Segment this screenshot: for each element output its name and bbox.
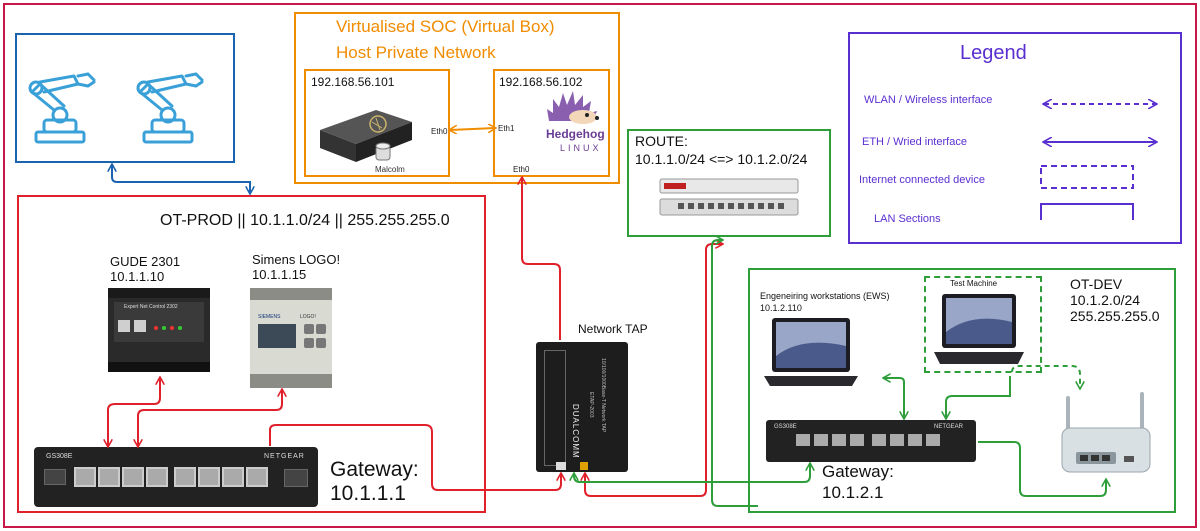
dev-gateway-ip: 10.1.2.1 [822, 483, 884, 502]
tap-to-hedgehog-link [522, 178, 561, 340]
legend-item-internet-label: Internet connected device [859, 174, 985, 186]
logo-name: Simens LOGO! [252, 252, 341, 267]
ot-dev-mask: 255.255.255.0 [1070, 308, 1160, 324]
gude-to-switch-link [108, 378, 160, 446]
switch-to-tap-link [269, 424, 561, 491]
prod-gateway-ip: 10.1.1.1 [330, 482, 406, 505]
hedgehog-eth1-label: Eth1 [498, 124, 515, 133]
gude-panel-text: Expert Net Control 2302 [124, 304, 178, 310]
dev-switch-brand: NETGEAR [934, 424, 964, 430]
logo-to-switch-link [138, 390, 282, 446]
tap-to-route-link [585, 244, 722, 497]
route-range: 10.1.1.0/24 <=> 10.1.2.0/24 [635, 151, 808, 167]
prod-switch-brand: NETGEAR [264, 453, 305, 460]
dev-switch-model: GS308E [774, 424, 797, 430]
soc-subtitle: Host Private Network [336, 43, 496, 62]
hedgehog-logo-line2: LINUX [560, 143, 602, 153]
malcolm-hedgehog-link [450, 128, 495, 130]
route-to-dev-link [711, 240, 758, 507]
ot-dev-title: OT-DEV [1070, 276, 1123, 292]
hedgehog-vm-box [493, 69, 610, 177]
hedgehog-logo-line1: Hedgehog [546, 127, 605, 141]
robots-lan-box [15, 33, 235, 163]
wireless-router-icon [1061, 392, 1151, 473]
route-box [627, 129, 831, 237]
test-to-switch-link [946, 376, 1011, 418]
legend-solid-box [1040, 203, 1134, 220]
outer-frame [3, 3, 1197, 528]
prod-gateway-label: Gateway: [330, 458, 419, 481]
robot-arm-icon-2 [136, 72, 204, 144]
ews-name: Engeneiring workstations (EWS) [760, 291, 890, 301]
ews-to-switch-link [884, 378, 904, 418]
server-icon [320, 110, 412, 162]
hedgehog-ip: 192.168.56.102 [499, 75, 583, 89]
prod-switch-model: GS308E [46, 453, 73, 460]
test-laptop-icon [934, 294, 1024, 364]
logo-brand: SIEMENS [258, 314, 281, 320]
malcolm-vm-box [304, 69, 450, 177]
malcolm-label: Malcolm [375, 165, 405, 174]
legend-title: Legend [960, 42, 1027, 64]
legend-dashed-box [1040, 165, 1134, 189]
ot-dev-subnet: 10.1.2.0/24 [1070, 292, 1141, 308]
test-machine-label: Test Machine [950, 279, 998, 288]
hedgehog-mascot-icon [547, 91, 599, 124]
robots-to-prod-link [112, 165, 250, 193]
gude-2301-device: Expert Net Control 2302 [108, 288, 210, 372]
legend-item-wlan-label: WLAN / Wireless interface [864, 94, 993, 106]
route-title: ROUTE: [635, 133, 688, 149]
siemens-logo-device: SIEMENS LOGO! [250, 288, 332, 388]
ews-laptop-icon [764, 318, 858, 386]
hedgehog-eth0-label: Eth0 [513, 165, 530, 174]
ot-dev-box [748, 268, 1176, 513]
ot-prod-box [17, 195, 486, 513]
netgear-switch-prod: GS308E NETGEAR [34, 447, 318, 507]
router-device-icon [659, 178, 799, 216]
legend-box [848, 32, 1182, 244]
test-machine-box [924, 276, 1042, 373]
logo-panel-text: LOGO! [300, 314, 316, 320]
ot-prod-title: OT-PROD || 10.1.1.0/24 || 255.255.255.0 [160, 212, 450, 229]
gude-name: GUDE 2301 [110, 254, 181, 269]
ews-ip: 10.1.2.110 [760, 303, 802, 313]
dev-switch-to-tap-link [574, 464, 810, 483]
malcolm-eth-label: Eth0 [431, 127, 448, 136]
logo-ip: 10.1.1.15 [252, 267, 307, 282]
malcolm-ip: 192.168.56.101 [311, 75, 395, 89]
dev-gateway-label: Gateway: [822, 462, 894, 481]
legend-item-lan-label: LAN Sections [874, 213, 941, 225]
soc-box [294, 12, 620, 184]
soc-title: Virtualised SOC (Virtual Box) [336, 17, 555, 36]
test-to-router-wifi-link [1011, 365, 1080, 388]
switch-to-router-link [978, 441, 1106, 497]
legend-symbols [1040, 88, 1170, 220]
legend-item-eth-label: ETH / Wried interface [862, 136, 967, 148]
gude-ip: 10.1.1.10 [110, 269, 165, 284]
robot-arm-icon-1 [28, 72, 96, 144]
netgear-switch-dev: GS308E NETGEAR [766, 420, 976, 462]
